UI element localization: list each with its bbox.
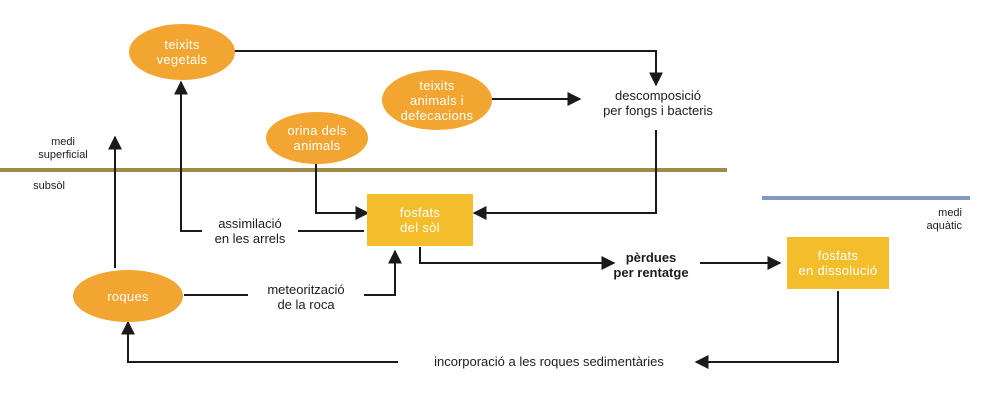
label-incorporacio: incorporació a les roques sedimentàries: [404, 354, 694, 369]
arrow-perdues: [419, 247, 616, 270]
arrow-vegetals-to-descomposicio: [232, 50, 663, 87]
label-medi-superficial: medi superficial: [38, 136, 88, 161]
arrow-orina-to-fosfats: [315, 160, 370, 220]
label-subsol: subsòl: [33, 180, 65, 192]
node-fosfats-dissolucio: fosfats en dissolució: [787, 237, 889, 289]
node-teixits-vegetals: teixits vegetals: [129, 24, 235, 80]
label-meteoritzacio: meteorització de la roca: [248, 282, 364, 312]
node-fosfats-sol: fosfats del sòl: [367, 194, 473, 246]
node-orina-animals: orina dels animals: [266, 112, 368, 164]
label-assimilacio: assimilació en les arrels: [202, 216, 298, 246]
label-perdues: pèrdues per rentatge: [613, 250, 689, 280]
arrow-incorporacio-to-roques: [121, 320, 398, 363]
arrow-incorporacio-left: [694, 291, 839, 369]
arrow-assimilacio: [174, 80, 364, 232]
arrow-descomposicio-to-fosfats: [472, 130, 657, 220]
node-teixits-animals: teixits animals i defecacions: [382, 70, 492, 130]
node-roques: roques: [73, 270, 183, 322]
label-descomposicio: descomposició per fongs i bacteris: [603, 88, 713, 118]
label-medi-aquatic: medi aquàtic: [926, 207, 962, 232]
